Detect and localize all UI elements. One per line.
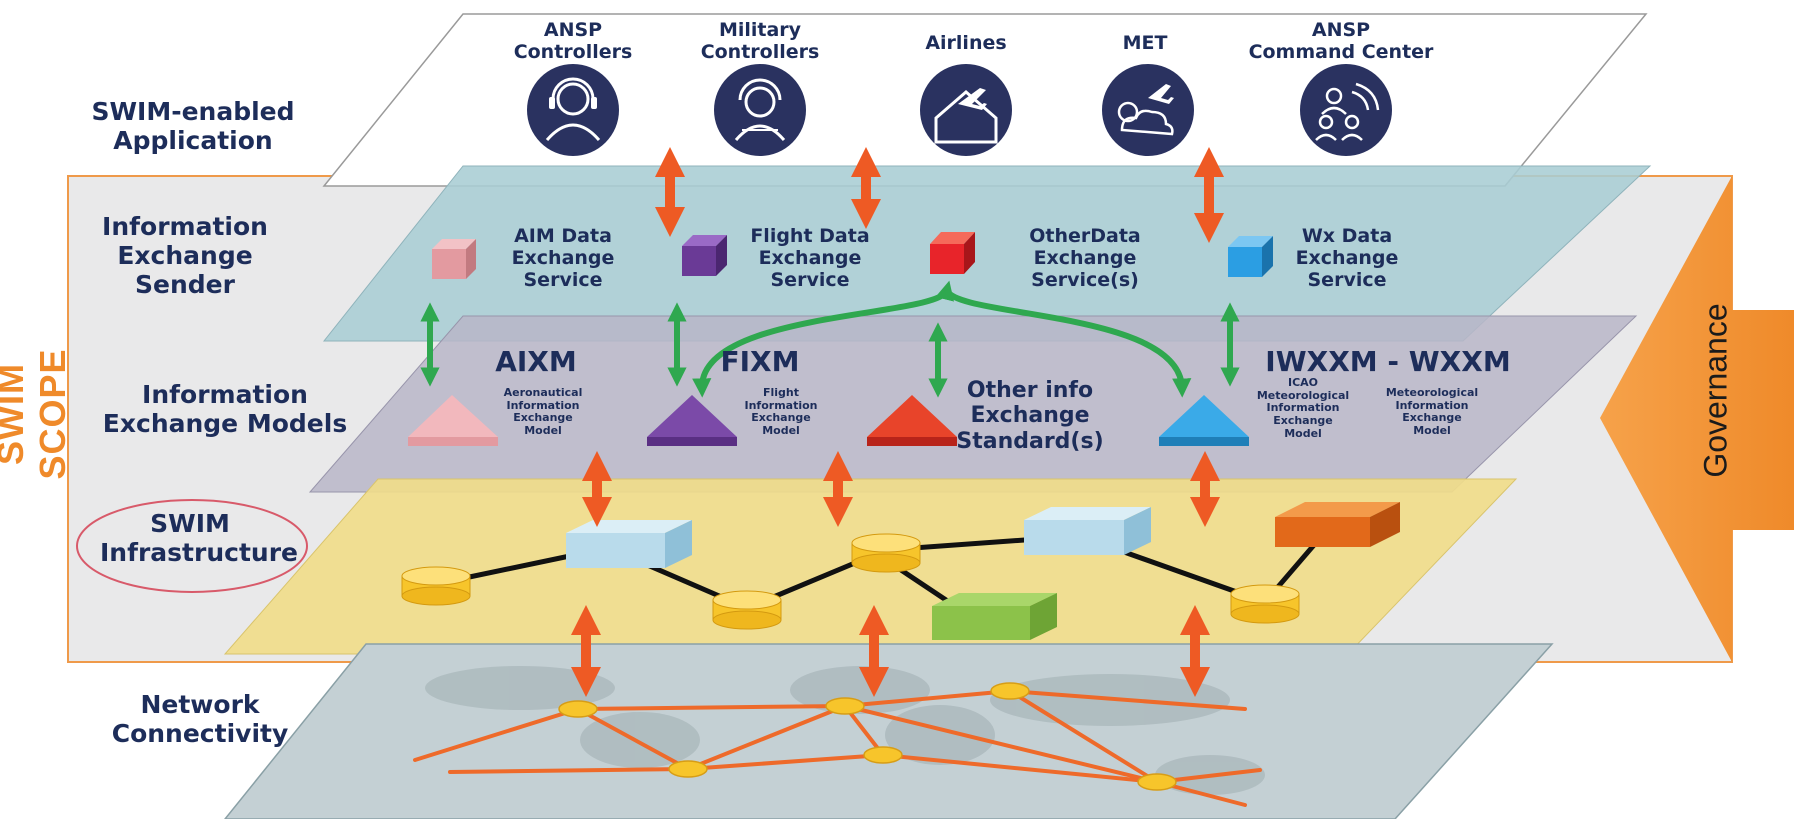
model-title-fixm: FIXM [720, 345, 800, 378]
fixm-triangle [647, 395, 737, 446]
military-controller-icon [714, 64, 806, 156]
other-service-cube [930, 232, 975, 274]
governance-label: Governance [1697, 303, 1734, 478]
infrastructure-highlight-ellipse [76, 499, 308, 593]
infra-server-box-2 [1024, 507, 1151, 555]
network-nodes [558, 682, 1177, 791]
weather-plane-icon [1102, 64, 1194, 156]
infra-server-box-1 [566, 520, 692, 568]
governance-arrow [1600, 176, 1794, 662]
model-title-aixm: AIXM [495, 345, 577, 378]
layer-label-infrastructure: SWIM Infrastructure [100, 509, 298, 567]
orange-arrows [571, 147, 1224, 697]
layer-label-sender: Information Exchange Sender [102, 212, 268, 299]
swim-scope-label: SWIM SCOPE [0, 348, 73, 480]
infra-orange-box [1275, 502, 1400, 547]
airline-hangar-icon [920, 64, 1012, 156]
command-center-icon [1300, 64, 1392, 156]
layer-label-models: Information Exchange Models [102, 380, 348, 438]
aixm-triangle [408, 395, 498, 446]
layer-label-network: Network Connectivity [111, 690, 289, 748]
infra-disc-nodes [401, 533, 1300, 630]
flight-service-cube [682, 235, 727, 276]
iwxxm-triangle [1159, 395, 1249, 446]
app-label-airlines: Airlines [925, 32, 1007, 54]
other-standard-triangle [867, 395, 957, 446]
layer-label-application: SWIM-enabled Application [91, 97, 295, 155]
green-arrows [420, 280, 1240, 398]
controller-headset-icon [527, 64, 619, 156]
model-title-iwxxm: IWXXM - WXXM [1265, 345, 1511, 378]
app-label-met: MET [1122, 32, 1168, 54]
wx-service-cube [1228, 236, 1273, 277]
infra-green-box [932, 593, 1057, 640]
aim-service-cube [432, 239, 476, 279]
